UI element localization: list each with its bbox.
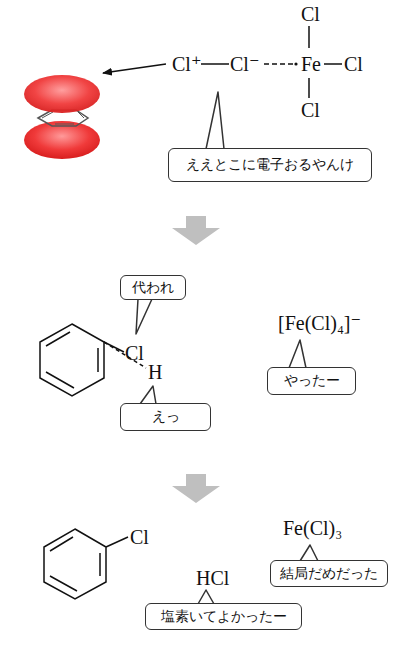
step-arrow: [172, 216, 220, 245]
electron-dot: [294, 62, 297, 65]
chemical-formula: Cl⁺: [172, 54, 201, 74]
complex-bonds: [201, 26, 342, 98]
speech-bubble: 結局だめだった: [270, 560, 388, 587]
chemical-formula: Cl: [125, 343, 144, 363]
chemical-formula: Cl: [344, 54, 363, 74]
bubble-text: やったー: [284, 372, 340, 390]
speech-bubble: やったー: [267, 367, 356, 395]
bubble-text: ええとこに電子おるやんけ: [186, 156, 354, 174]
speech-bubble: えっ: [120, 403, 211, 431]
chemical-formula: Cl: [301, 100, 320, 120]
bubble-text: 代われ: [132, 279, 174, 297]
bubble-text: えっ: [152, 408, 180, 426]
benzene-ring: [40, 324, 124, 396]
bubble-text: 結局だめだった: [280, 565, 378, 583]
chemical-formula: Cl⁻: [230, 54, 259, 74]
step-arrow: [172, 474, 220, 503]
chemical-formula: HCl: [196, 568, 229, 588]
chemical-formula: Fe(Cl)₃: [283, 518, 342, 538]
benzene-ring: [44, 529, 128, 599]
chemical-formula: Cl: [130, 527, 149, 547]
chemical-formula: Cl: [301, 4, 320, 24]
pi-cloud-benzene: [24, 75, 100, 159]
attack-arrow: [103, 64, 166, 73]
bubble-text: 塩素いてよかったー: [161, 608, 287, 626]
speech-bubble: 代われ: [120, 275, 186, 300]
chemical-formula: Fe: [301, 54, 321, 74]
speech-bubble: ええとこに電子おるやんけ: [168, 148, 372, 182]
chemical-formula: H: [148, 362, 162, 382]
speech-bubble: 塩素いてよかったー: [145, 603, 302, 630]
breaking-bond: [104, 342, 146, 368]
chemical-formula: [Fe(Cl)₄]⁻: [278, 313, 361, 333]
